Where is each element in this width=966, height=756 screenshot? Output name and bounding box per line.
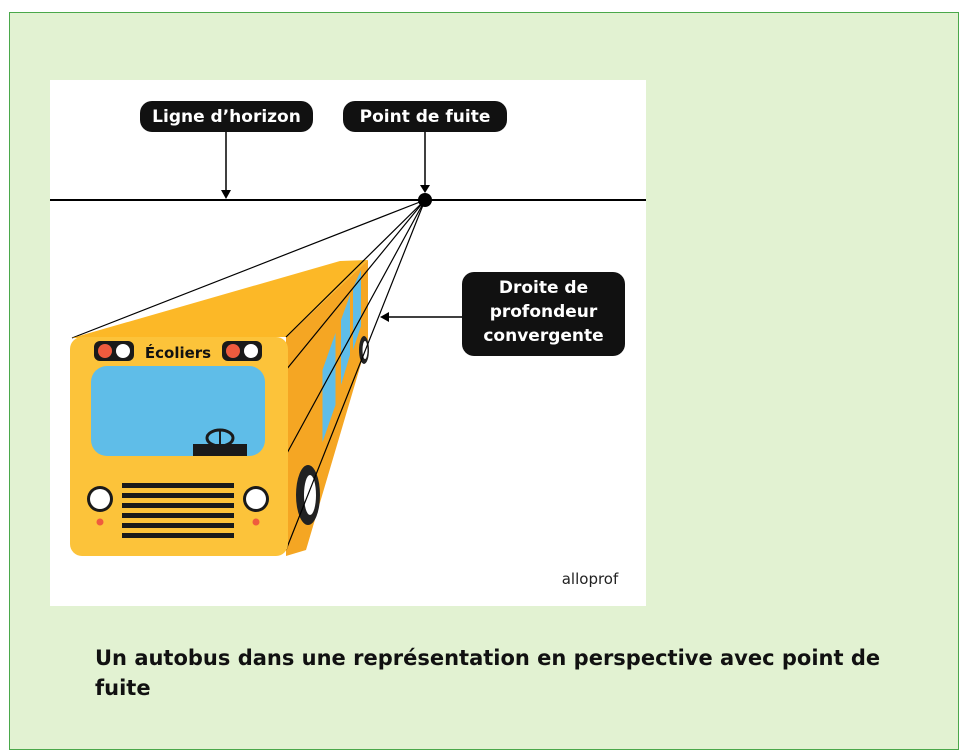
perspective-figure: Ligne d’horizon Point de fuite [50,80,646,606]
figure-card: Ligne d’horizon Point de fuite [9,12,959,750]
convergent-lines [285,199,426,551]
bus-top-lights-left [94,341,134,361]
horizon-arrowhead [221,190,231,199]
horizon-label-text: Ligne d’horizon [152,107,301,127]
depth-line-label-text-2: profondeur [490,302,598,322]
horizon-label: Ligne d’horizon [140,101,313,132]
bus-grille [122,483,234,538]
convergent-lines-back [71,199,426,339]
bus-side-window [341,295,350,385]
depth-line-label-text-3: convergente [483,326,603,346]
bus-side-window [353,270,361,350]
vanishing-point-label: Point de fuite [343,101,507,132]
steering-wheel-icon [193,428,247,456]
bus-roof [72,260,368,338]
vanishing-point-dot [418,193,432,207]
vanishing-point-arrowhead [420,185,430,193]
depth-line-arrowhead [380,312,389,322]
depth-line-label: Droite de profondeur convergente [462,272,625,356]
alloprof-logo: alloprof [562,570,619,588]
perspective-diagram: Ligne d’horizon Point de fuite [50,101,646,588]
bus-headlight-right [243,486,269,526]
bus-sign: Écoliers [145,343,211,362]
bus-top-lights-right [222,341,262,361]
depth-line-label-text-1: Droite de [499,278,588,298]
bus-back-wheel [359,336,369,364]
bus-headlight-left [87,486,113,526]
bus-windshield [91,366,265,456]
vanishing-point-label-text: Point de fuite [360,107,491,127]
bus-side-window [321,329,337,446]
figure-caption: Un autobus dans une représentation en pe… [95,646,881,700]
